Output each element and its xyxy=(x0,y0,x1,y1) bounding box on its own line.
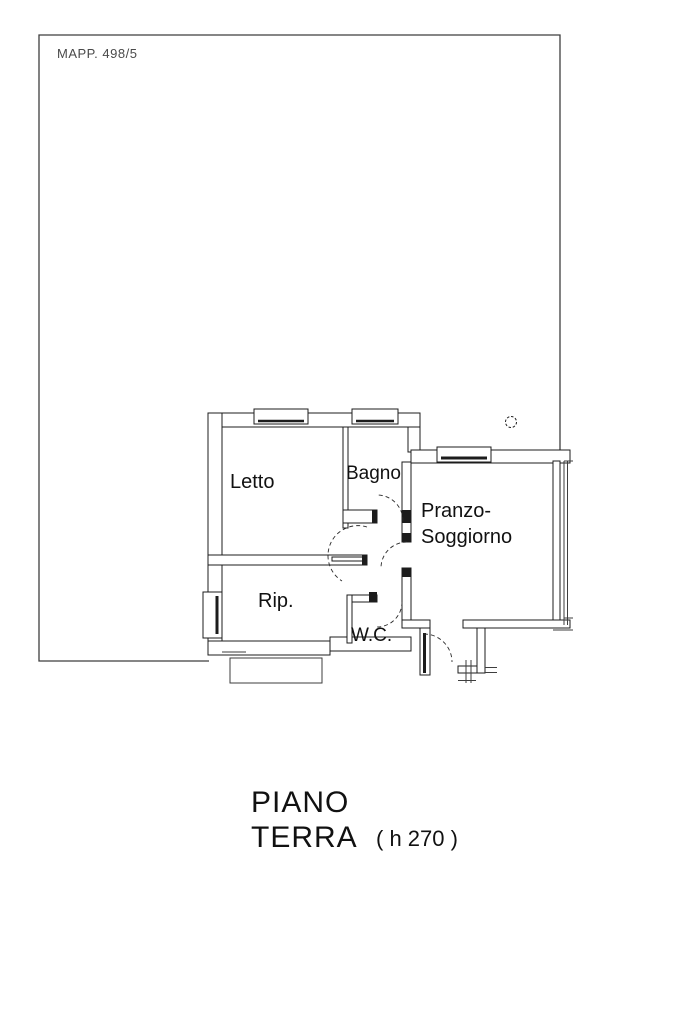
window-pranzo xyxy=(436,446,492,463)
window-rip xyxy=(202,591,223,639)
windows xyxy=(202,408,492,639)
bagno-door-arc xyxy=(376,494,404,522)
party-wall-lines xyxy=(553,460,573,631)
circle-marker-icon xyxy=(505,416,517,428)
letto-door-arc xyxy=(327,525,368,582)
pranzo-door-arc xyxy=(380,541,408,569)
entrance-door-leaf xyxy=(423,633,426,673)
room-label-pranzo-2: Soggiorno xyxy=(421,526,512,548)
window-letto xyxy=(253,408,309,425)
room-label-bagno: Bagno xyxy=(346,463,401,484)
walls-living-block xyxy=(410,449,571,674)
entrance-door-arc xyxy=(423,633,453,663)
door-swing-arcs xyxy=(327,494,453,663)
wc-door-arc xyxy=(376,601,403,628)
door-jambs xyxy=(362,510,426,673)
room-label-rip: Rip. xyxy=(258,590,294,612)
parcel-label: MAPP. 498/5 xyxy=(57,46,137,61)
title-line-2: TERRA xyxy=(251,821,358,854)
title-line-1: PIANO xyxy=(251,786,349,819)
room-label-wc: W.C. xyxy=(351,625,392,646)
title-height-note: ( h 270 ) xyxy=(376,826,458,851)
room-label-letto: Letto xyxy=(230,471,274,493)
title-block: PIANO TERRA ( h 270 ) xyxy=(251,786,458,854)
room-label-pranzo-1: Pranzo- xyxy=(421,500,491,522)
exterior-steps xyxy=(222,651,497,684)
property-boundary-line xyxy=(38,34,561,662)
window-bagno xyxy=(351,408,399,425)
